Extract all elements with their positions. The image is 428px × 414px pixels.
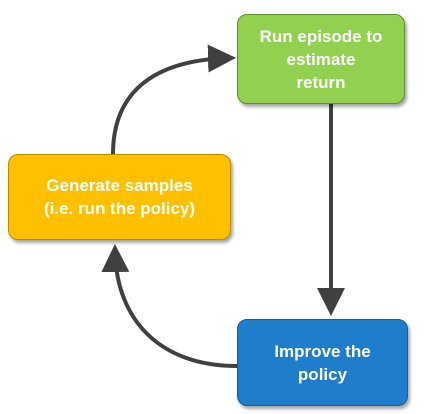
node-generate-samples: Generate samples (i.e. run the policy) — [8, 154, 231, 240]
node-improve-policy: Improve the policy — [237, 319, 408, 406]
node-run-episode: Run episode to estimate return — [237, 14, 405, 104]
node-improve-policy-label: Improve the policy — [274, 341, 371, 384]
arrow-generate-to-run — [111, 44, 236, 155]
arrow-improve-to-generate — [101, 244, 238, 368]
node-generate-samples-label: Generate samples (i.e. run the policy) — [43, 176, 196, 218]
node-run-episode-label: Run episode to estimate return — [259, 26, 383, 92]
